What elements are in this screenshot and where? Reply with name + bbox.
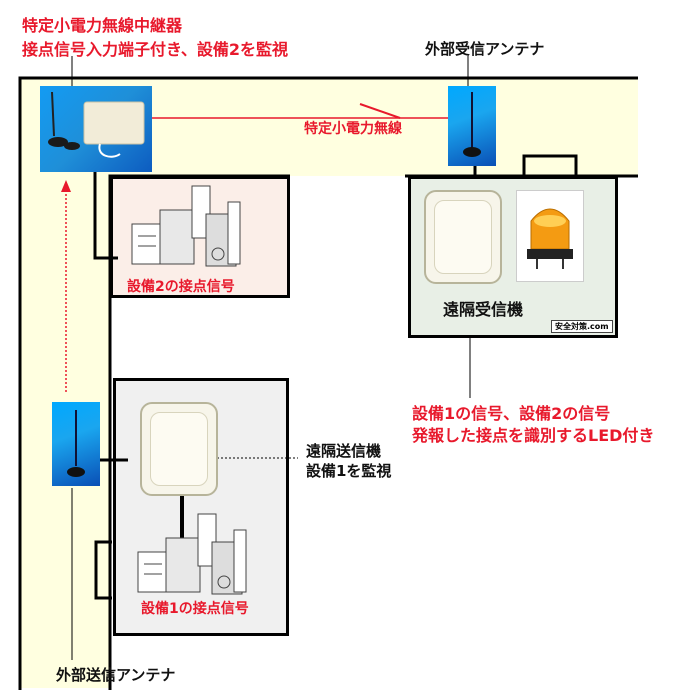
machine-icon [131,185,241,267]
transmitter-desc-line2: 設備1を監視 [306,462,392,480]
rx-antenna-photo [448,86,496,166]
rotating-light-icon [527,208,573,269]
antenna-icon [67,410,85,477]
receiver-desc-line1: 設備1の信号、設備2の信号 [412,404,611,423]
antenna-icon [463,92,481,157]
repeater-photo [40,86,152,172]
ext-rx-antenna-label: 外部受信アンテナ [425,40,545,58]
logo-badge: 安全対策.com [551,320,613,333]
repeater-title-line2: 接点信号入力端子付き、設備2を監視 [22,40,289,59]
remote-transmitter-device[interactable] [140,402,218,496]
ext-tx-antenna-label: 外部送信アンテナ [56,666,176,684]
wall-notch [522,154,578,178]
repeater-title-line1: 特定小電力無線中継器 [22,16,183,35]
logo-text: 安全対策.com [555,322,609,331]
repeater-device-icon [48,91,145,158]
equip1-contact-label: 設備1の接点信号 [141,601,249,617]
radio-label: 特定小電力無線 [304,121,402,137]
rotating-light-photo [516,190,584,282]
wall-notch-left [94,540,112,600]
remote-receiver-device[interactable] [424,190,502,284]
remote-receiver-label: 遠隔受信機 [443,300,524,319]
tx-antenna-photo [52,402,100,486]
transmitter-desc-line1: 遠隔送信機 [306,442,382,460]
machine-icon [137,513,247,595]
receiver-desc-line2: 発報した接点を識別するLED付き [412,426,655,445]
equip2-contact-label: 設備2の接点信号 [127,279,235,295]
